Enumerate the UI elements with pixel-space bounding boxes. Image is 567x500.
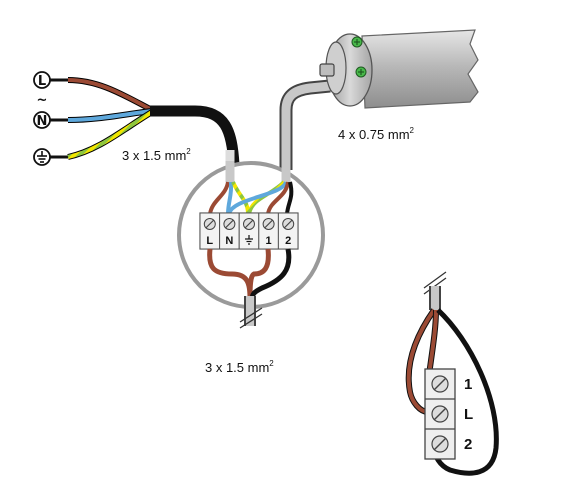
switch-block: 1 L 2 (405, 271, 499, 476)
neutral-symbol-icon (33, 111, 51, 129)
green-screw-icon (351, 36, 363, 48)
svg-text:1: 1 (266, 235, 272, 247)
green-screw-icon (355, 66, 367, 78)
switch-terminal-2: 2 (431, 435, 472, 453)
ac-symbol: ~ (37, 93, 48, 108)
terminal-L: L (199, 212, 221, 250)
svg-text:1: 1 (464, 376, 472, 393)
motor-tube (361, 29, 479, 109)
supply-symbols: L ~ N (33, 71, 51, 166)
neutral-wire (67, 109, 153, 122)
earth-ground-icon (245, 235, 253, 245)
svg-text:2: 2 (285, 235, 291, 247)
motor-cable-gland (319, 63, 335, 77)
break-mark (423, 271, 447, 289)
terminal-2: 2 (277, 212, 299, 250)
svg-text:N: N (225, 235, 233, 247)
live-wire (67, 78, 153, 112)
break-mark (239, 313, 263, 329)
outlet-switched-brown (247, 248, 271, 299)
live-symbol: L (38, 74, 46, 89)
terminal-N: N (219, 212, 240, 250)
switch-terminal-1: 1 (425, 375, 472, 400)
switch-terminal-L: L (425, 405, 473, 430)
outlet-cable-label: 3 x 1.5 mm2 (205, 359, 274, 375)
neutral-symbol: N (37, 114, 48, 129)
inner-motor-brown-wire (266, 181, 290, 215)
tubular-motor (319, 29, 479, 109)
inner-motor-black-wire (285, 181, 294, 215)
live-symbol-icon (33, 71, 51, 89)
motor-cable-sheath (281, 81, 331, 170)
terminal-earth (238, 212, 260, 250)
switch-black-wire (429, 308, 499, 476)
earth-ground-icon (33, 148, 51, 166)
motor-cable-label: 4 x 0.75 mm2 (338, 126, 415, 142)
outlet-black-wire (249, 248, 292, 301)
terminal-1: 1 (258, 212, 279, 250)
inner-live-wire (208, 181, 230, 215)
earth-wire (67, 110, 154, 159)
motor-cable (279, 79, 331, 170)
switch-brown-wire (406, 308, 436, 414)
supply-cable (50, 77, 240, 170)
break-mark (239, 307, 263, 323)
inner-motor-blue-wire (227, 180, 288, 215)
terminal-strip: L N (199, 212, 299, 250)
supply-cable-label: 3 x 1.5 mm2 (122, 147, 191, 163)
svg-text:L: L (206, 235, 213, 247)
junction-box: L N (177, 161, 325, 329)
svg-text:L: L (464, 406, 473, 423)
svg-text:2: 2 (464, 436, 472, 453)
